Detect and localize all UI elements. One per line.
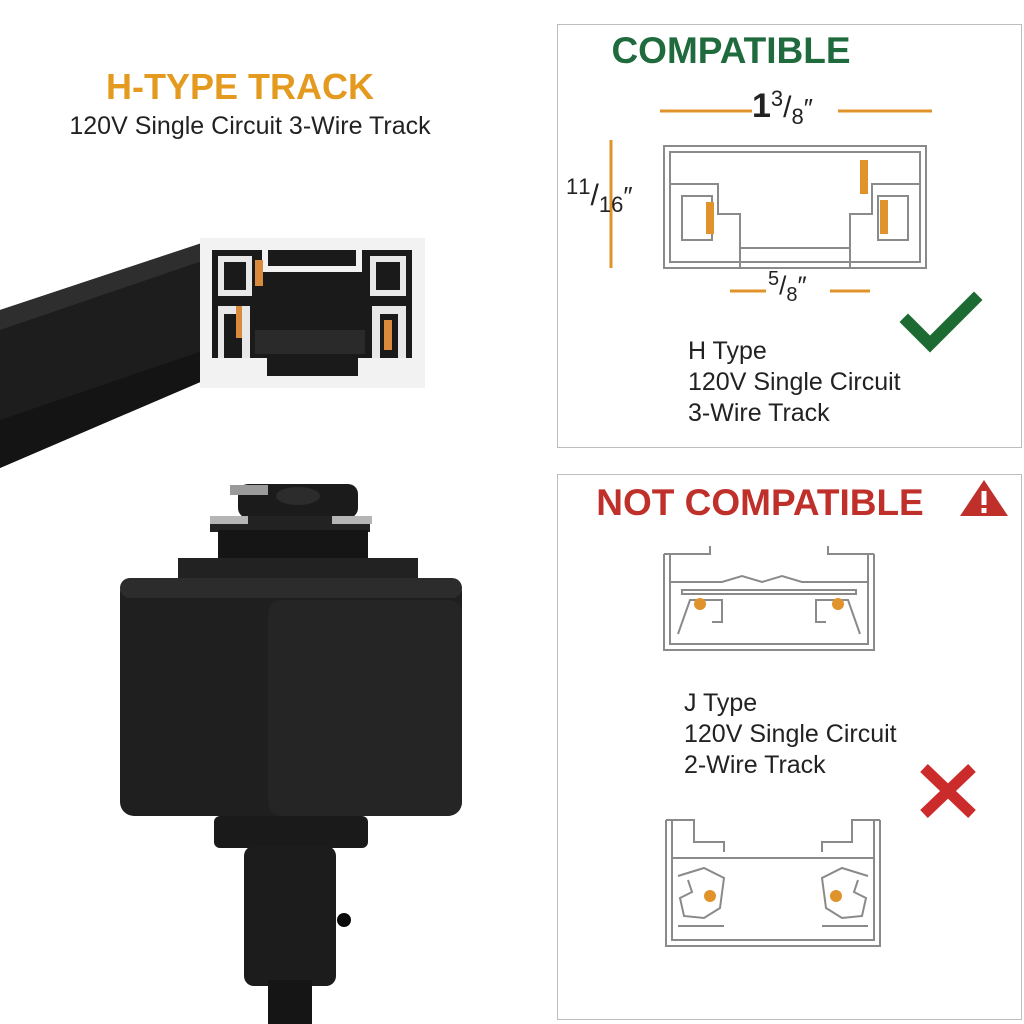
track-photo [0, 238, 425, 468]
h-track-profile [663, 145, 927, 269]
not-compatible-panel [557, 474, 1022, 1020]
width-whole: 1 [752, 87, 771, 125]
height-numerator: 1 [578, 174, 591, 199]
warning-icon [960, 480, 1008, 516]
not-compatible-line2: 2-Wire Track [684, 751, 826, 779]
width-numerator: 3 [770, 86, 784, 111]
opening-dimension-label: 5/8″ [768, 268, 807, 306]
height-dimension-label: 11/16″ [566, 174, 633, 217]
compatible-type: H Type [688, 337, 767, 365]
height-dimension-line [609, 140, 613, 268]
not-compatible-description: J Type 120V Single Circuit 2-Wire Track [684, 688, 984, 781]
check-icon [899, 291, 983, 353]
height-whole: 1 [566, 174, 579, 199]
width-dimension-label: 13/8″ [752, 86, 813, 129]
height-inch-mark: ″ [623, 181, 633, 211]
height-denominator: 16 [598, 192, 624, 217]
incompatible-profile-top [663, 546, 875, 651]
compatible-line1: 120V Single Circuit [688, 368, 901, 396]
compatible-title: COMPATIBLE [611, 30, 851, 71]
width-denominator: 8 [791, 104, 804, 129]
incompatible-profile-bottom [665, 819, 881, 947]
opening-numerator: 5 [768, 268, 780, 290]
compatible-line2: 3-Wire Track [688, 399, 830, 427]
not-compatible-line1: 120V Single Circuit [684, 720, 897, 748]
compatible-description: H Type 120V Single Circuit 3-Wire Track [688, 336, 988, 429]
cross-icon [920, 764, 976, 818]
compatible-panel [557, 24, 1022, 448]
width-inch-mark: ″ [803, 93, 813, 123]
not-compatible-type: J Type [684, 689, 758, 717]
adapter-photo [120, 484, 462, 1024]
product-subtitle: 120V Single Circuit 3-Wire Track [69, 112, 431, 140]
opening-dimension-lines [730, 289, 870, 293]
opening-inch-mark: ″ [797, 270, 807, 301]
not-compatible-title: NOT COMPATIBLE [596, 482, 924, 523]
width-dimension-lines [660, 109, 932, 113]
product-title: H-TYPE TRACK [106, 66, 374, 107]
opening-denominator: 8 [786, 283, 798, 306]
